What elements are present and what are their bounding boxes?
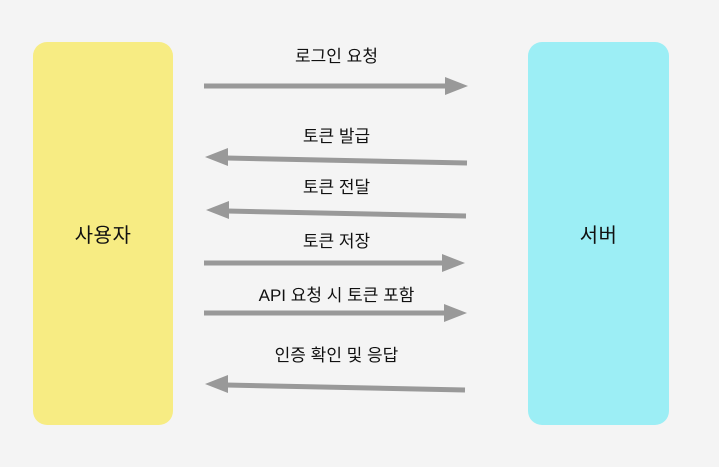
message-label-api-request-with-token: API 요청 시 토큰 포함	[258, 286, 415, 305]
arrow-right-icon	[204, 304, 467, 322]
message-label-token-deliver: 토큰 전달	[302, 178, 371, 197]
actor-label-server: 서버	[579, 225, 618, 247]
message-label-token-store: 토큰 저장	[302, 232, 371, 251]
arrow-left-icon	[205, 148, 468, 166]
message-label-token-issue: 토큰 발급	[302, 127, 371, 146]
arrow-right-icon	[204, 254, 465, 272]
arrow-left-icon	[206, 201, 467, 219]
message-label-login-request: 로그인 요청	[295, 47, 378, 66]
actor-box-user: 사용자	[33, 42, 173, 425]
arrow-right-icon	[204, 77, 468, 95]
arrow-left-icon	[205, 375, 466, 393]
message-label-auth-check-response: 인증 확인 및 응답	[274, 346, 399, 365]
actor-label-user: 사용자	[74, 225, 132, 247]
actor-box-server: 서버	[528, 42, 669, 425]
